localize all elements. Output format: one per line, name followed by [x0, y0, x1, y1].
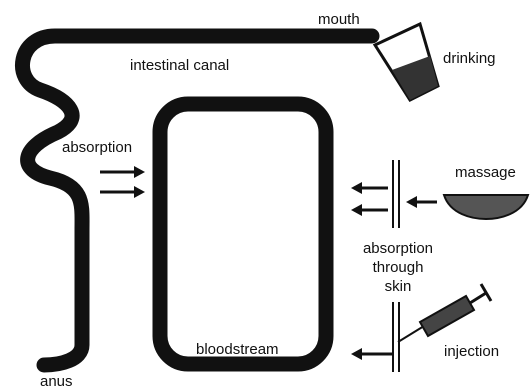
drinking-glass-icon [375, 24, 438, 100]
mouth-label: mouth [318, 11, 360, 28]
massage-label: massage [455, 164, 516, 181]
injection-arrow [351, 348, 392, 360]
absorption-arrows [100, 166, 145, 198]
absorption-through-skin-line2: through [373, 259, 424, 276]
bloodstream-loop [160, 104, 326, 364]
absorption-through-skin-line1: absorption [363, 240, 433, 257]
skin-absorption-arrows [351, 182, 388, 216]
skin-barrier-lower [393, 302, 399, 372]
absorption-through-skin-line3: skin [385, 278, 412, 295]
absorption-label: absorption [62, 139, 132, 156]
bloodstream-label: bloodstream [196, 341, 279, 358]
injection-label: injection [444, 343, 499, 360]
massage-bowl-icon [444, 195, 528, 219]
massage-arrow [406, 196, 437, 208]
anus-label: anus [40, 373, 73, 390]
skin-barrier-upper [393, 160, 399, 228]
intestinal-canal-label: intestinal canal [130, 57, 229, 74]
syringe-icon [398, 284, 491, 342]
drinking-label: drinking [443, 50, 496, 67]
